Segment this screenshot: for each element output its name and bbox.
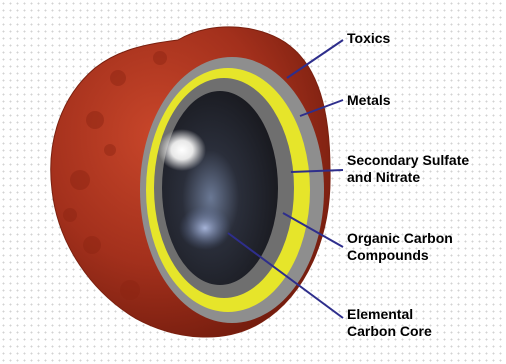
- label-organic-line2: Compounds: [347, 247, 429, 263]
- core-blue-highlight: [179, 206, 231, 250]
- label-elemental-carbon-core: Elemental Carbon Core: [347, 306, 432, 340]
- label-organic-carbon: Organic Carbon Compounds: [347, 230, 453, 264]
- label-organic-line1: Organic Carbon: [347, 230, 453, 246]
- label-metals-text: Metals: [347, 92, 391, 108]
- label-core-line2: Carbon Core: [347, 323, 432, 339]
- core-highlight: [158, 129, 206, 171]
- label-sulfate-line2: and Nitrate: [347, 169, 420, 185]
- label-sulfate-nitrate: Secondary Sulfate and Nitrate: [347, 152, 469, 186]
- label-core-line1: Elemental: [347, 306, 413, 322]
- label-metals: Metals: [347, 92, 391, 109]
- label-toxics: Toxics: [347, 30, 390, 47]
- label-sulfate-line1: Secondary Sulfate: [347, 152, 469, 168]
- label-toxics-text: Toxics: [347, 30, 390, 46]
